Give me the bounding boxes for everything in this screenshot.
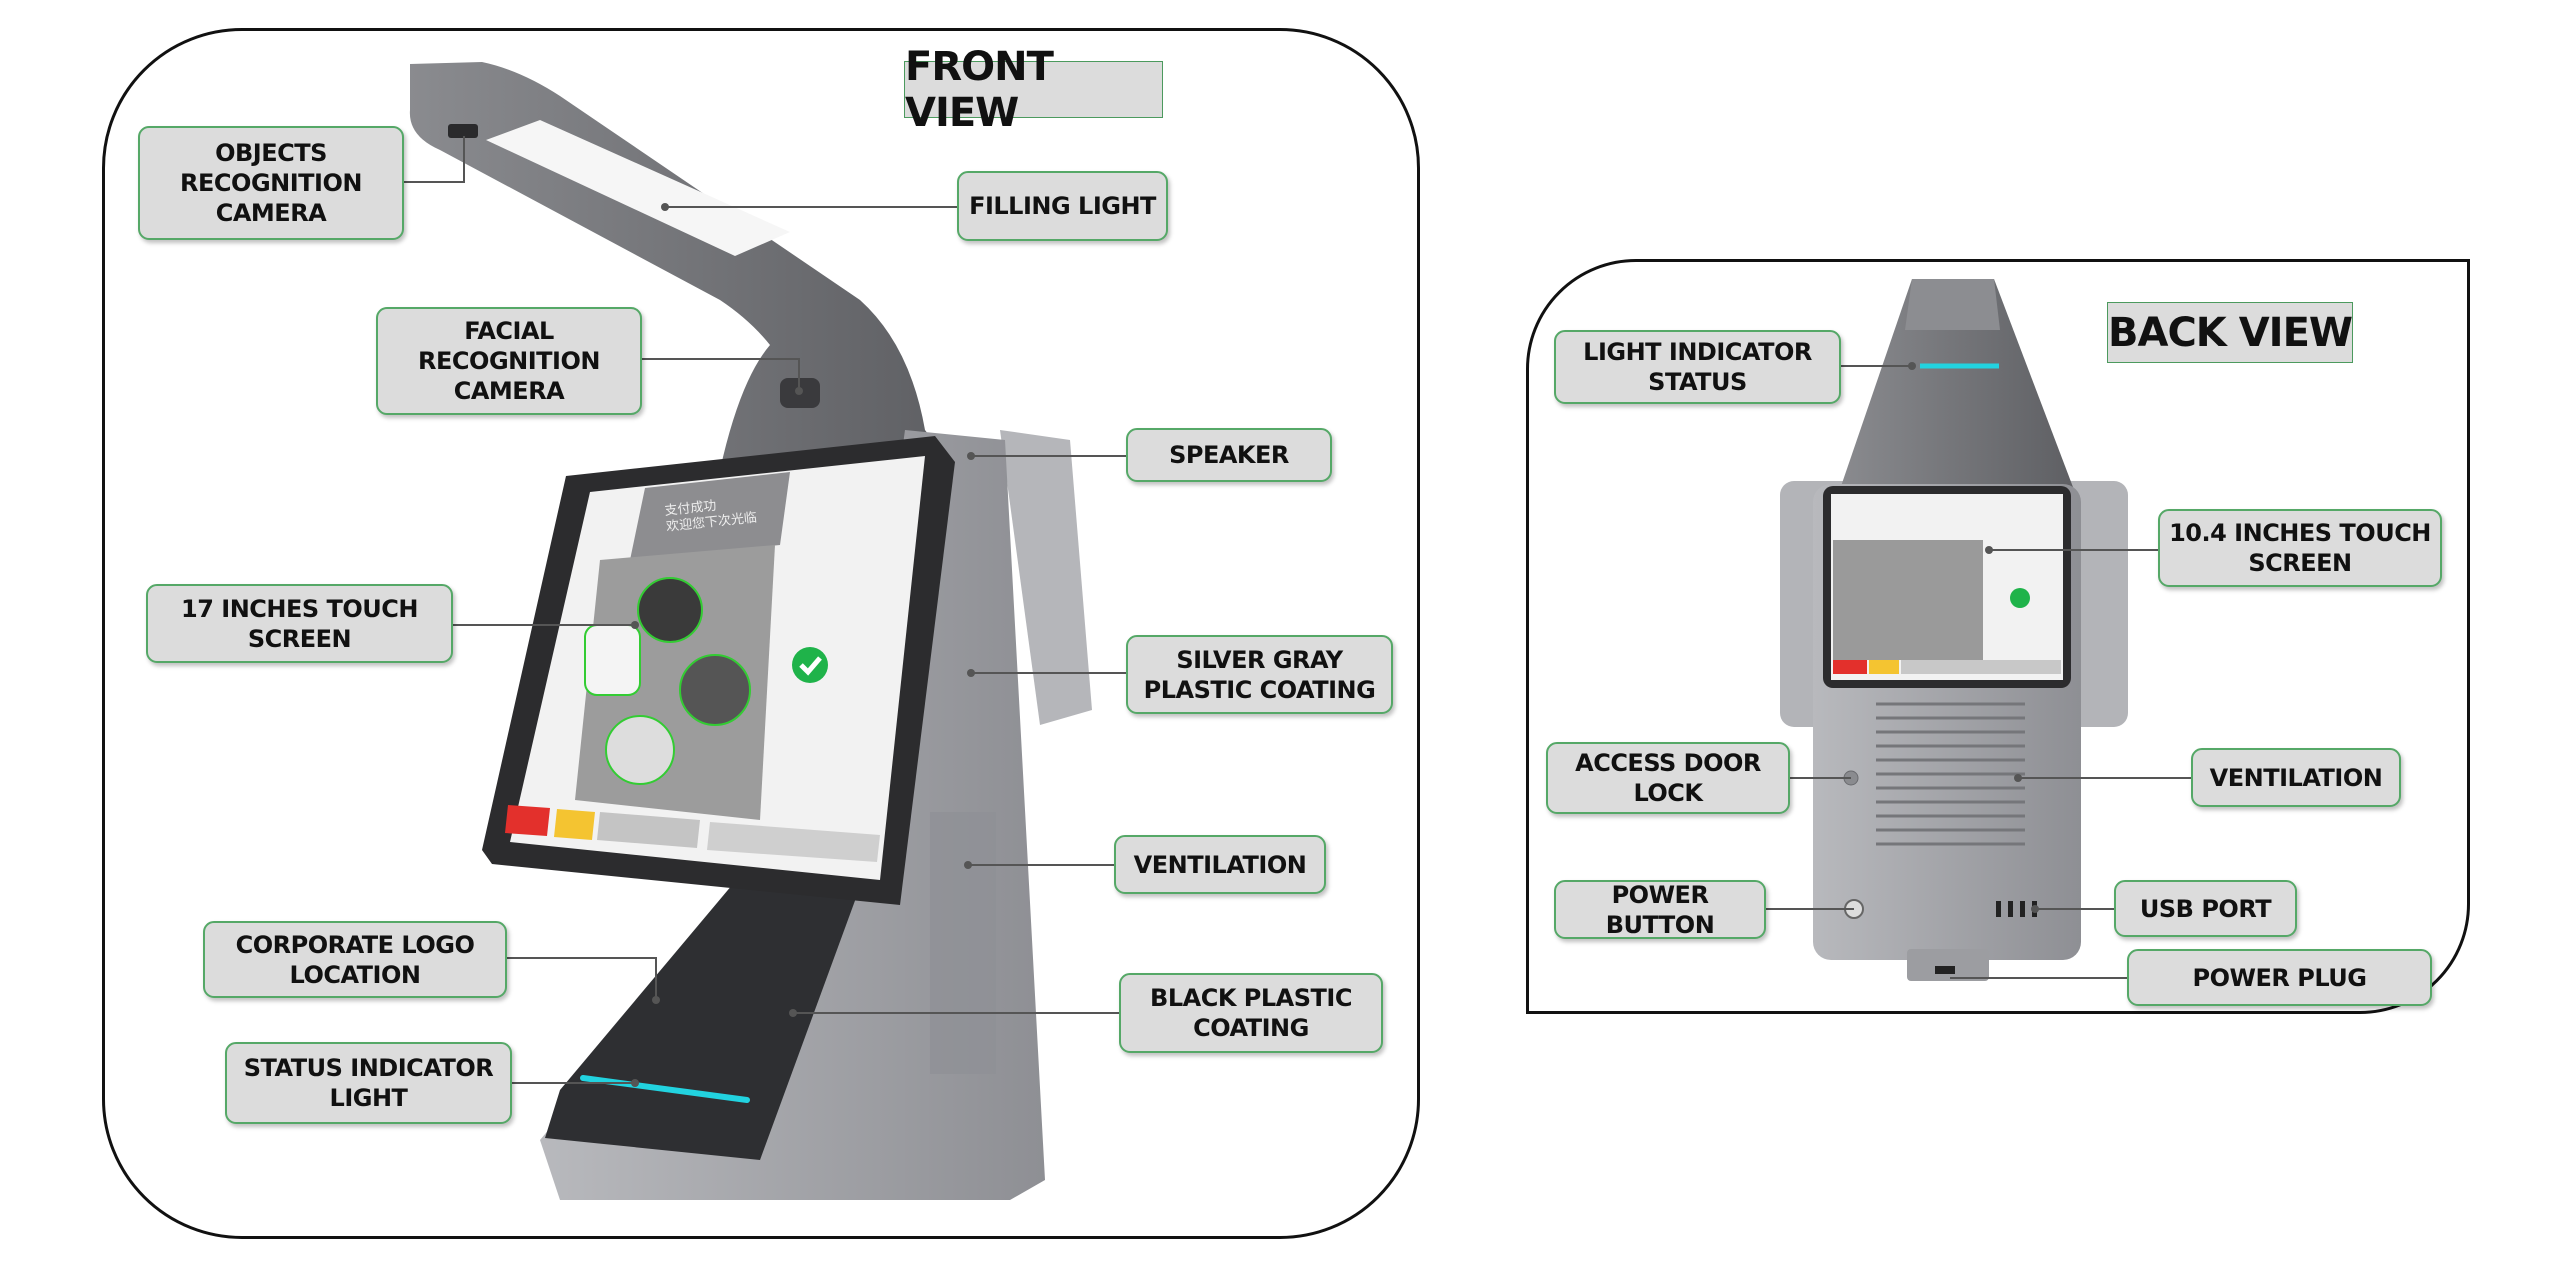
back-view-panel — [1526, 259, 2470, 1014]
label-access-door-lock: ACCESS DOOR LOCK — [1546, 742, 1790, 814]
label-usb-port: USB PORT — [2114, 880, 2297, 937]
label-corporate-logo-location: CORPORATE LOGO LOCATION — [203, 921, 507, 998]
back-device — [1780, 279, 2128, 981]
label-front-ventilation: VENTILATION — [1114, 835, 1326, 894]
screen-button-gray — [597, 812, 700, 848]
screen-button-yellow — [554, 809, 595, 840]
label-filling-light: FILLING LIGHT — [957, 171, 1168, 241]
label-speaker: SPEAKER — [1126, 428, 1332, 482]
front-device: 支付成功欢迎您下次光临 — [409, 62, 1092, 1200]
screen-header — [630, 472, 790, 560]
label-status-indicator-light: STATUS INDICATOR LIGHT — [225, 1042, 512, 1124]
label-10-4-inch-touch-screen: 10.4 INCHES TOUCH SCREEN — [2158, 509, 2442, 587]
power-plug-housing — [1907, 949, 1989, 981]
check-icon-small — [2010, 588, 2030, 608]
objects-camera-lens — [448, 124, 478, 138]
food-item — [679, 654, 751, 726]
food-item — [605, 715, 675, 785]
check-mark — [799, 656, 822, 676]
speaker-back-panel — [1000, 430, 1092, 725]
power-plug-socket — [1935, 966, 1955, 974]
back-view-title: BACK VIEW — [2107, 302, 2353, 363]
front-view-title: FRONT VIEW — [904, 44, 1163, 136]
label-facial-recognition-camera: FACIAL RECOGNITION CAMERA — [376, 307, 642, 415]
label-17-inch-touch-screen: 17 INCHES TOUCH SCREEN — [146, 584, 453, 663]
screen-button-yellow — [1869, 660, 1899, 674]
label-power-plug: POWER PLUG — [2127, 949, 2432, 1006]
screen-button-gray — [707, 822, 880, 862]
front-view-panel — [102, 28, 1420, 1239]
label-back-ventilation: VENTILATION — [2191, 748, 2401, 807]
leader-dots — [631, 203, 2039, 1087]
leader-lines — [404, 136, 2191, 1084]
tower-top — [1905, 279, 2000, 330]
screen-button-gray — [1901, 660, 2061, 674]
label-power-button: POWER BUTTON — [1554, 880, 1766, 939]
ventilation-strip — [930, 812, 996, 1074]
screen-button-red — [1833, 660, 1867, 674]
food-item — [637, 577, 703, 643]
filling-light-window — [486, 120, 790, 256]
back-vent-slots — [1876, 702, 2025, 846]
label-objects-recognition-camera: OBJECTS RECOGNITION CAMERA — [138, 126, 404, 240]
back-screen-food — [1833, 540, 1983, 660]
screen-button-red — [505, 805, 550, 836]
food-item — [584, 624, 641, 696]
back-tower — [1838, 279, 2076, 495]
status-indicator-light — [580, 1075, 750, 1103]
label-light-indicator-status: LIGHT INDICATOR STATUS — [1554, 330, 1841, 404]
label-silver-gray-plastic-coating: SILVER GRAY PLASTIC COATING — [1126, 635, 1393, 714]
label-black-plastic-coating: BLACK PLASTIC COATING — [1119, 973, 1383, 1053]
check-icon — [792, 647, 828, 683]
